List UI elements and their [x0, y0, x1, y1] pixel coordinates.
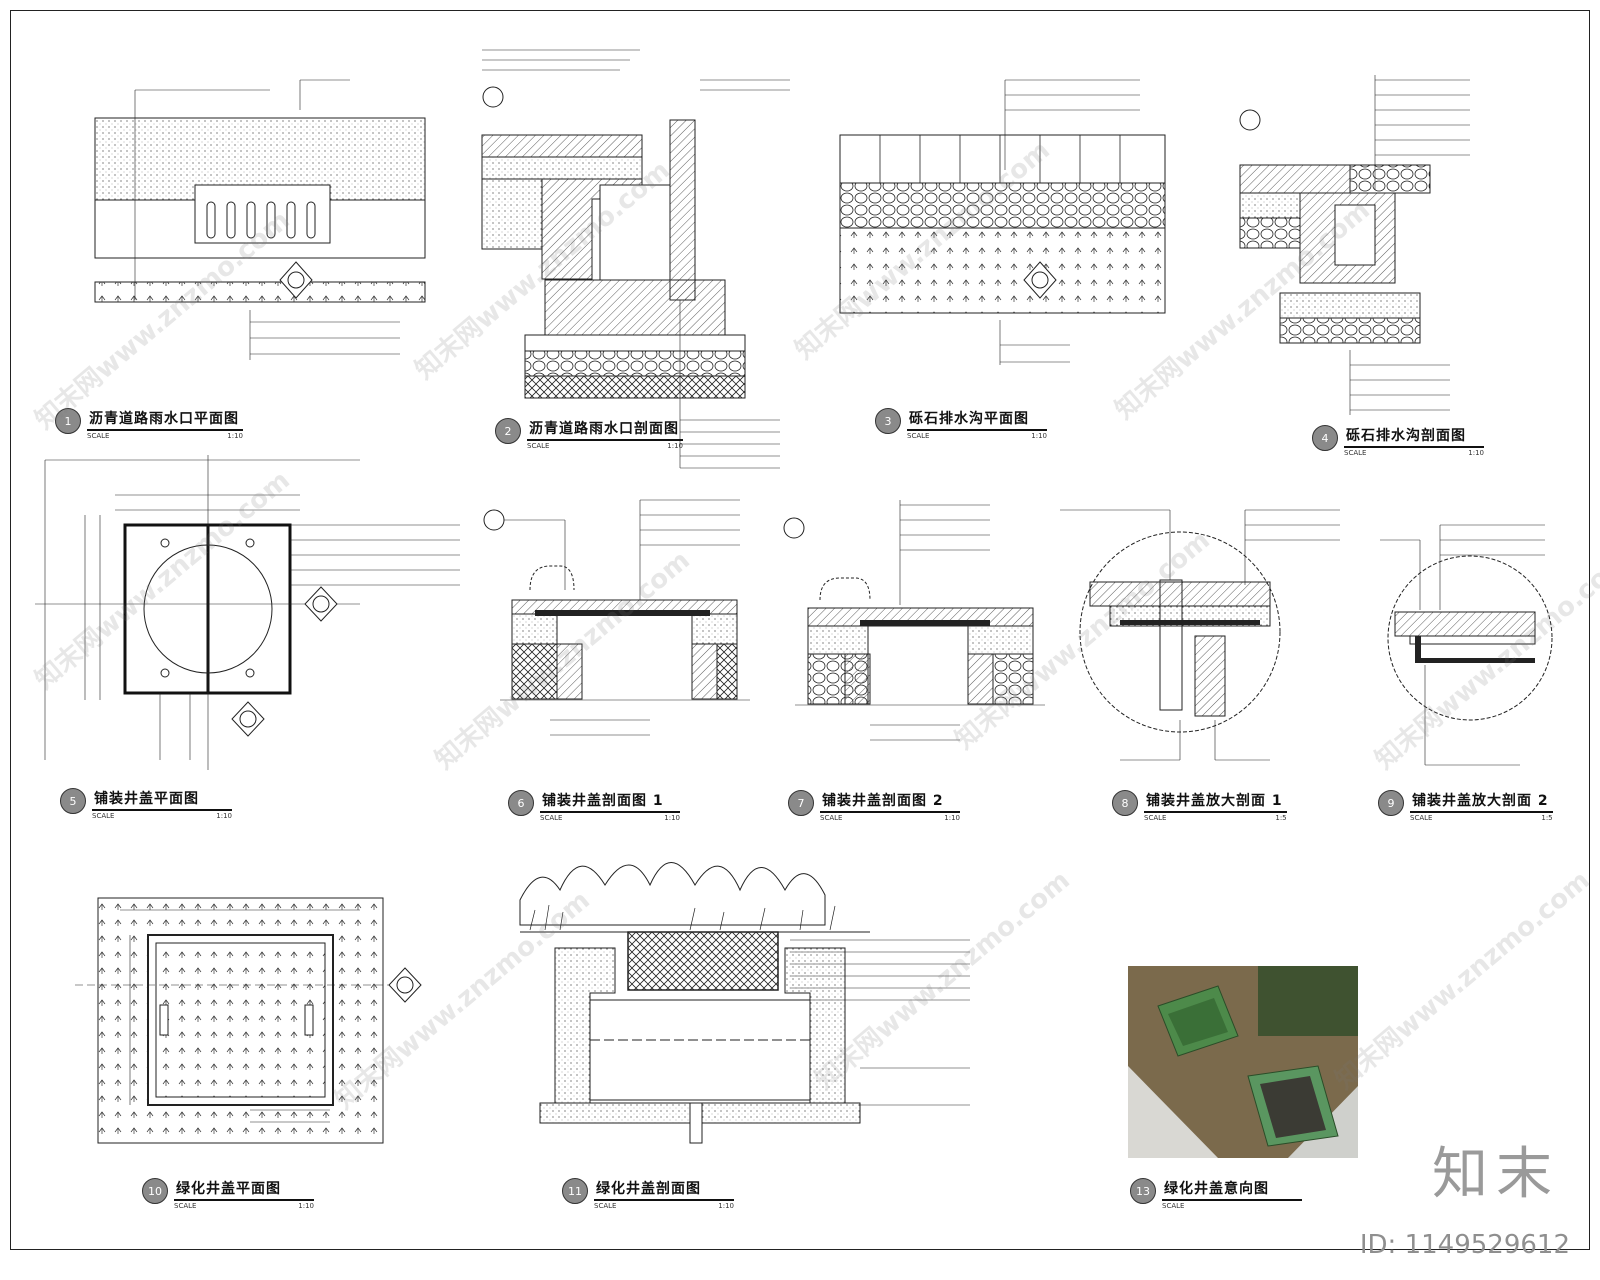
drawing-title-8: 8 铺装井盖放大剖面 1 SCALE 1:5: [1112, 790, 1287, 822]
drawing-name: 铺装井盖放大剖面 1: [1144, 790, 1287, 813]
scale-value: 1:10: [1031, 432, 1047, 440]
drawing-title-3: 3 砾石排水沟平面图 SCALE 1:10: [875, 408, 1047, 440]
scale-label: SCALE: [1144, 814, 1167, 822]
scale-label: SCALE: [1344, 449, 1367, 457]
drawing-name: 绿化井盖意向图: [1162, 1178, 1302, 1201]
drawing-5-plan: [35, 455, 460, 770]
drawing-number-badge: 4: [1312, 425, 1338, 451]
scale-label: SCALE: [1410, 814, 1433, 822]
drawing-title-13: 13 绿化井盖意向图 SCALE: [1130, 1178, 1302, 1210]
drawing-4-section: [1239, 75, 1470, 415]
scale-label: SCALE: [907, 432, 930, 440]
drawing-title-6: 6 铺装井盖剖面图 1 SCALE 1:10: [508, 790, 680, 822]
drawing-name: 铺装井盖平面图: [92, 788, 232, 811]
drawing-number-badge: 8: [1112, 790, 1138, 816]
scale-label: SCALE: [527, 442, 550, 450]
drawing-1-plan: [94, 79, 426, 360]
scale-value: 1:10: [664, 814, 680, 822]
drawing-11-section: [519, 862, 970, 1144]
drawing-name: 铺装井盖剖面图 1: [540, 790, 680, 813]
drawing-sheet-border: [10, 10, 1590, 1250]
drawing-title-10: 10 绿化井盖平面图 SCALE 1:10: [142, 1178, 314, 1210]
drawing-name: 砾石排水沟剖面图: [1344, 425, 1484, 448]
scale-value: 1:5: [1541, 814, 1553, 822]
drawing-title-5: 5 铺装井盖平面图 SCALE 1:10: [60, 788, 232, 820]
drawing-8-enlarged-section: [1060, 509, 1340, 761]
drawing-title-4: 4 砾石排水沟剖面图 SCALE 1:10: [1312, 425, 1484, 457]
drawing-name: 铺装井盖放大剖面 2: [1410, 790, 1553, 813]
drawing-title-7: 7 铺装井盖剖面图 2 SCALE 1:10: [788, 790, 960, 822]
scale-value: 1:10: [298, 1202, 314, 1210]
scale-value: 1:10: [227, 432, 243, 440]
brand-logo-text: 知末: [1432, 1142, 1560, 1207]
scale-value: 1:10: [1468, 449, 1484, 457]
drawing-2-section: [481, 49, 790, 469]
drawing-number-badge: 2: [495, 418, 521, 444]
scale-label: SCALE: [1162, 1202, 1185, 1210]
scale-value: 1:10: [718, 1202, 734, 1210]
drawing-name: 沥青道路雨水口平面图: [87, 408, 243, 431]
scale-label: SCALE: [594, 1202, 617, 1210]
drawing-number-badge: 6: [508, 790, 534, 816]
drawing-3-plan: [839, 79, 1166, 365]
drawing-number-badge: 7: [788, 790, 814, 816]
drawing-10-plan: [75, 897, 422, 1144]
drawing-name: 铺装井盖剖面图 2: [820, 790, 960, 813]
drawing-9-enlarged-section: [1380, 524, 1553, 766]
greening-well-cover-reference-photo: [1128, 966, 1358, 1158]
drawing-6-section: [483, 499, 750, 736]
scale-label: SCALE: [174, 1202, 197, 1210]
scale-value: 1:5: [1275, 814, 1287, 822]
resource-id: ID: 1149529612: [1359, 1230, 1570, 1260]
drawing-name: 砾石排水沟平面图: [907, 408, 1047, 431]
drawing-7-section: [783, 500, 1045, 741]
drawing-name: 沥青道路雨水口剖面图: [527, 418, 683, 441]
scale-value: 1:10: [216, 812, 232, 820]
drawing-number-badge: 10: [142, 1178, 168, 1204]
drawing-title-1: 1 沥青道路雨水口平面图 SCALE 1:10: [55, 408, 243, 440]
drawing-number-badge: 5: [60, 788, 86, 814]
scale-label: SCALE: [540, 814, 563, 822]
drawing-title-11: 11 绿化井盖剖面图 SCALE 1:10: [562, 1178, 734, 1210]
drawing-title-2: 2 沥青道路雨水口剖面图 SCALE 1:10: [495, 418, 683, 450]
scale-value: 1:10: [667, 442, 683, 450]
drawing-name: 绿化井盖平面图: [174, 1178, 314, 1201]
scale-label: SCALE: [820, 814, 843, 822]
scale-value: 1:10: [944, 814, 960, 822]
drawing-title-9: 9 铺装井盖放大剖面 2 SCALE 1:5: [1378, 790, 1553, 822]
drawing-number-badge: 3: [875, 408, 901, 434]
drawing-number-badge: 13: [1130, 1178, 1156, 1204]
drawing-number-badge: 11: [562, 1178, 588, 1204]
scale-label: SCALE: [87, 432, 110, 440]
scale-label: SCALE: [92, 812, 115, 820]
drawing-number-badge: 9: [1378, 790, 1404, 816]
drawing-name: 绿化井盖剖面图: [594, 1178, 734, 1201]
drawing-number-badge: 1: [55, 408, 81, 434]
